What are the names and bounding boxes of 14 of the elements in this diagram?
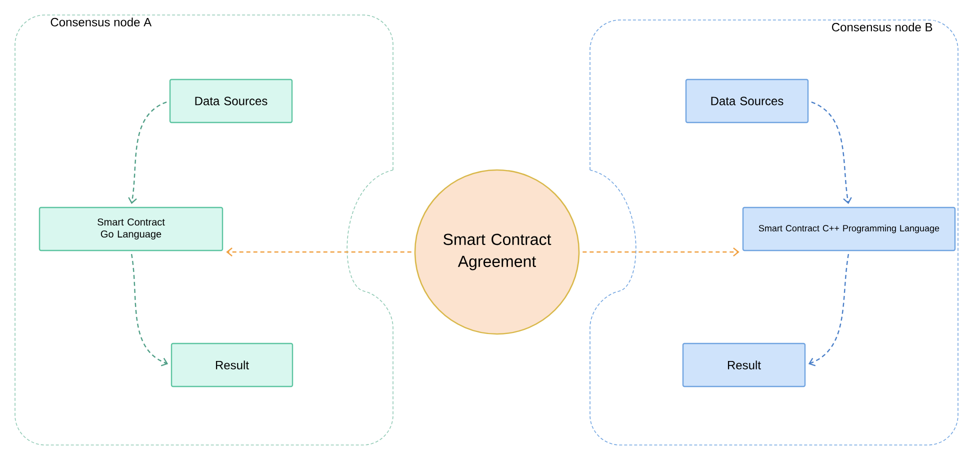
- arrow: [811, 101, 852, 204]
- process-box: Smart Contract Go Language: [38, 206, 224, 252]
- process-box: Data Sources: [685, 78, 809, 124]
- process-box: Result: [682, 342, 806, 388]
- arrow: [808, 254, 850, 366]
- process-box: Data Sources: [169, 78, 293, 124]
- process-box: Result: [170, 342, 294, 388]
- arrow: [128, 101, 167, 204]
- arrow: [226, 248, 412, 256]
- arrow: [582, 248, 740, 256]
- group-title: Consensus node B: [829, 20, 935, 34]
- process-box: Smart Contract C++ Programming Language: [742, 206, 956, 252]
- arrow: [130, 254, 168, 366]
- group-title: Consensus node A: [48, 16, 154, 28]
